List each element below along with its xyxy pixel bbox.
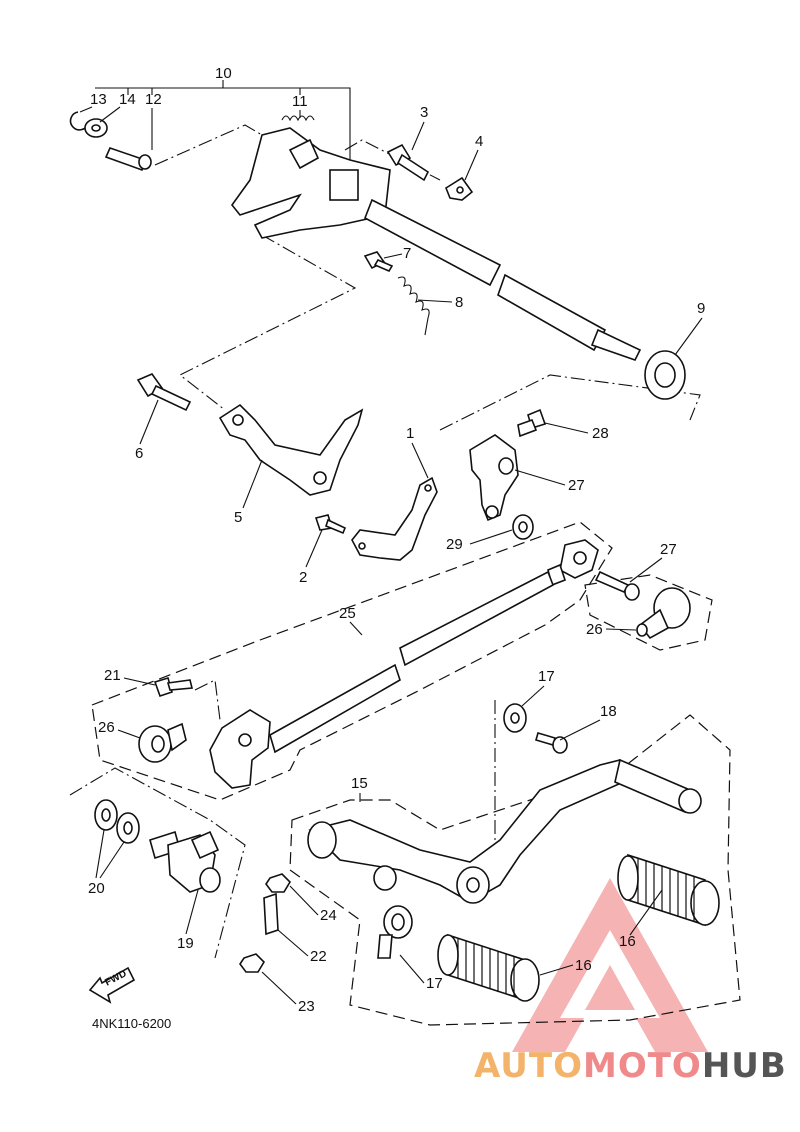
callout-12: 12 [145, 91, 162, 108]
callout-20: 19 [177, 935, 194, 952]
callout-25: 24 [320, 907, 337, 924]
part-27-joint-left [138, 722, 187, 763]
callout-10: 10 [215, 65, 232, 82]
part-10-shift-arm [230, 127, 391, 239]
watermark-moto: MOTO [582, 1046, 702, 1086]
part-4-clip [445, 176, 474, 201]
part-19-bolt [535, 732, 568, 754]
group-outline-26 [91, 521, 613, 801]
part-23-bolt [263, 892, 279, 936]
watermark-hub: HUB [701, 1046, 787, 1086]
part-15-shift-pedal [307, 758, 702, 904]
part-22-bolt [153, 676, 194, 698]
watermark-logo-triangle [512, 878, 708, 1052]
callout-16-lower: 16 [575, 957, 592, 974]
watermark-auto: AUTO [474, 1046, 583, 1086]
part-31-washer [512, 514, 534, 540]
callout-31: 29 [446, 536, 463, 553]
callout-16-upper: 16 [619, 933, 636, 950]
part-5-bracket [218, 403, 364, 496]
part-20-pivot [149, 830, 221, 893]
leader-10b [127, 80, 301, 95]
part-16-rubber-pedal-lower [437, 933, 540, 1002]
callout-21: 20 [88, 880, 105, 897]
callout-27-left: 26 [98, 719, 115, 736]
part-8-spring [397, 276, 430, 336]
part-21-washers [94, 799, 140, 844]
part-12-pin [104, 147, 152, 172]
callout-14: 14 [119, 91, 136, 108]
part-rod-end-left [209, 709, 271, 789]
callout-9: 9 [697, 300, 705, 317]
callout-13: 13 [90, 91, 107, 108]
callout-6: 6 [135, 445, 143, 462]
leader-10 [95, 87, 351, 170]
callout-28: 27 [568, 477, 585, 494]
part-9-shift-shaft [363, 198, 686, 400]
callouts: 10 13 14 12 11 3 4 7 8 9 6 28 1 27 5 29 … [79, 65, 705, 1015]
part-code: 4NK110-6200 [92, 1016, 171, 1031]
callout-3: 3 [420, 104, 428, 121]
callout-7: 7 [403, 245, 411, 262]
part-1-bracket [351, 476, 438, 561]
callout-30: 28 [592, 425, 609, 442]
callout-1: 1 [406, 425, 414, 442]
callout-8: 8 [455, 294, 463, 311]
part-14-washer [84, 118, 108, 138]
group-outline-20 [69, 767, 246, 959]
part-28-shift-lever-clamp [469, 434, 519, 522]
assembly-line-b [178, 234, 357, 411]
callout-11: 11 [292, 93, 308, 110]
callout-23: 22 [310, 948, 327, 965]
part-24-nut [239, 953, 266, 973]
part-6-bolt [136, 373, 192, 412]
part-18-washer [503, 703, 527, 733]
callout-26: 25 [339, 605, 356, 622]
part-11-spring [281, 115, 315, 122]
part-7-bolt [363, 251, 394, 273]
part-2-bolt [314, 514, 347, 535]
group-outline-15 [289, 714, 741, 1026]
callout-27-right: 26 [586, 621, 603, 638]
part-25-nut [265, 873, 292, 893]
callout-24: 23 [298, 998, 315, 1015]
fwd-arrow-icon: FWD [88, 966, 136, 1004]
callout-4: 4 [475, 133, 483, 150]
watermark-brand-text: AUTOMOTOHUB [474, 1046, 787, 1086]
callout-29: 27 [660, 541, 677, 558]
callout-18: 17 [538, 668, 555, 685]
part-27-joint-right [636, 587, 691, 640]
part-26-shift-rod [269, 539, 599, 754]
group-outline-27 [584, 574, 713, 651]
part-17-link-end [377, 905, 413, 959]
callout-15: 15 [351, 775, 368, 792]
assembly-line-f [194, 679, 221, 721]
assembly-line-a [154, 124, 263, 166]
part-30-bolt [517, 408, 547, 438]
callout-5: 5 [234, 509, 242, 526]
callout-17: 17 [426, 975, 443, 992]
callout-2: 2 [299, 569, 307, 586]
callout-19: 18 [600, 703, 617, 720]
part-29-bolt [594, 570, 640, 601]
part-3-bolt [386, 143, 430, 182]
part-16-rubber-pedal-upper [617, 853, 720, 927]
callout-22: 21 [104, 667, 121, 684]
assembly-line-d [439, 374, 701, 431]
